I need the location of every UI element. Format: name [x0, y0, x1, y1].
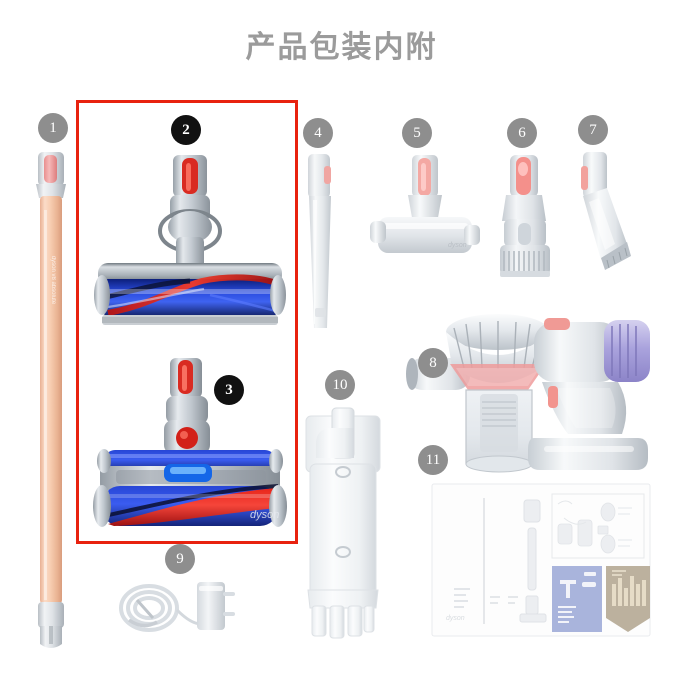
svg-text:dyson: dyson — [446, 615, 465, 622]
badge-2[interactable]: 2 — [171, 115, 201, 145]
part-stubborn-dirt-brush[interactable] — [565, 152, 635, 282]
badge-1[interactable]: 1 — [38, 113, 68, 143]
brand-text: dyson — [250, 509, 279, 521]
part-extension-wand[interactable]: dyson v8 absolute — [30, 150, 72, 650]
svg-text:dyson v8 absolute: dyson v8 absolute — [50, 256, 56, 305]
part-mini-motorized-tool[interactable] — [490, 155, 560, 285]
badge-7[interactable]: 7 — [578, 115, 608, 145]
part-wall-dock-station[interactable] — [300, 400, 386, 640]
part-soft-roller-cleaner-head[interactable]: dyson — [90, 358, 290, 538]
part-torque-drive-cleaner-head[interactable] — [90, 155, 290, 335]
page-title: 产品包装内附 — [245, 31, 438, 64]
part-combination-tool[interactable]: dyson — [370, 155, 480, 285]
badge-3[interactable]: 3 — [214, 375, 244, 405]
part-vacuum-main-body[interactable] — [406, 298, 658, 498]
badge-11[interactable]: 11 — [418, 445, 448, 475]
badge-5[interactable]: 5 — [402, 118, 432, 148]
badge-9[interactable]: 9 — [165, 544, 195, 574]
part-user-manual[interactable]: dyson — [431, 483, 651, 637]
badge-6[interactable]: 6 — [507, 118, 537, 148]
part-crevice-tool[interactable] — [300, 152, 340, 332]
part-charger-adapter[interactable] — [115, 570, 235, 645]
badge-8[interactable]: 8 — [418, 348, 448, 378]
svg-text:dyson: dyson — [448, 242, 467, 249]
badge-4[interactable]: 4 — [303, 118, 333, 148]
badge-10[interactable]: 10 — [325, 370, 355, 400]
